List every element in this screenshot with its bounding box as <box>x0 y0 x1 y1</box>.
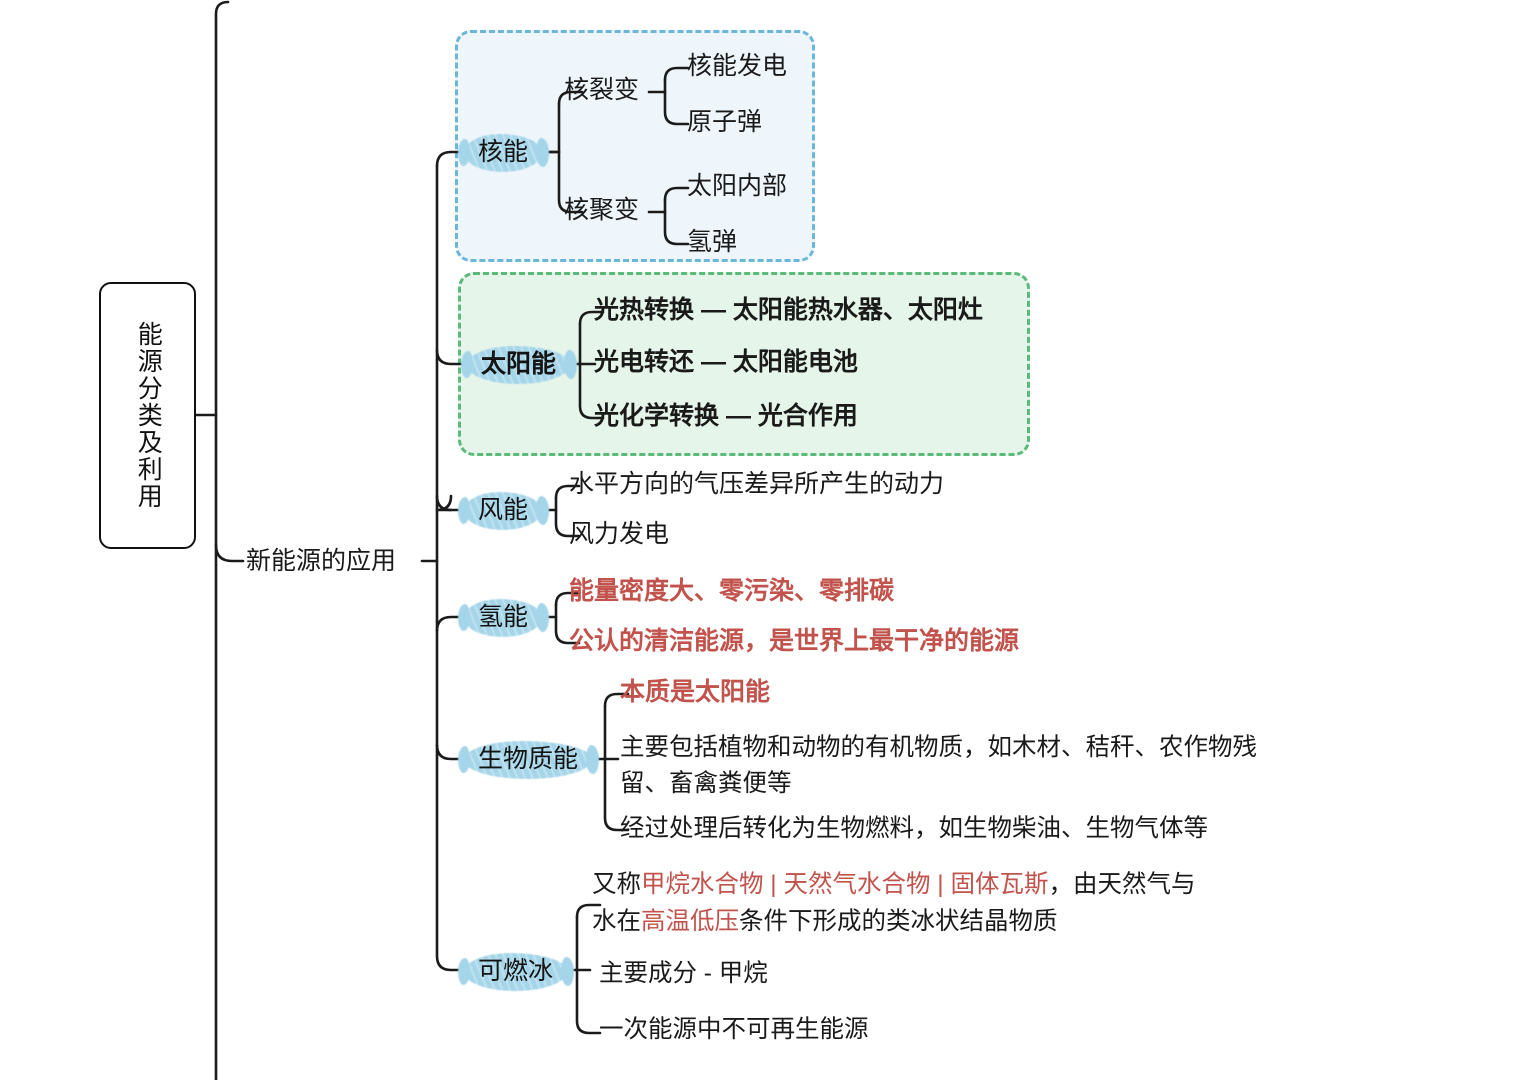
leaf-sun-interior[interactable]: 太阳内部 <box>687 172 788 200</box>
leaf-photothermal[interactable]: 光热转换 — 太阳能热水器、太阳灶 <box>594 296 983 324</box>
leaf-ice-nonrenewable[interactable]: 一次能源中不可再生能源 <box>599 1016 869 1043</box>
topic-hydrogen[interactable]: 氢能 <box>457 598 550 638</box>
leaf-ice-definition[interactable]: 又称甲烷水合物 | 天然气水合物 | 固体瓦斯，由天然气与水在高温低压条件下形成… <box>592 867 1212 941</box>
topic-wind[interactable]: 风能 <box>457 491 550 531</box>
leaf-wind-pressure[interactable]: 水平方向的气压差异所产生的动力 <box>569 470 945 498</box>
subtopic-fusion[interactable]: 核聚变 <box>564 196 640 224</box>
leaf-ice-composition[interactable]: 主要成分 - 甲烷 <box>599 960 768 987</box>
leaf-photovoltaic[interactable]: 光电转还 — 太阳能电池 <box>594 348 858 376</box>
ice-run-0: 又称 <box>592 871 641 898</box>
topic-biomass-label: 生物质能 <box>478 745 579 773</box>
leaf-biomass-essence[interactable]: 本质是太阳能 <box>620 678 771 706</box>
leaf-biomass-sources[interactable]: 主要包括植物和动物的有机物质，如木材、秸秆、农作物残留、畜禽粪便等 <box>620 734 1257 797</box>
ice-run-1: 甲烷水合物 | 天然气水合物 | 固体瓦斯 <box>641 871 1049 898</box>
leaf-nuclear-power[interactable]: 核能发电 <box>687 52 788 80</box>
topic-biomass[interactable]: 生物质能 <box>457 740 600 780</box>
root-node-label: 能源分类及利用 <box>134 321 163 510</box>
ice-run-3: 高温低压 <box>641 907 739 935</box>
ice-run-2: ，由天然气与水在 <box>592 871 1196 935</box>
subtopic-fission[interactable]: 核裂变 <box>564 76 640 104</box>
topic-solar-label: 太阳能 <box>481 350 557 378</box>
leaf-photochemical[interactable]: 光化学转换 — 光合作用 <box>594 402 858 430</box>
topic-combustible-ice[interactable]: 可燃冰 <box>457 952 575 992</box>
topic-nuclear[interactable]: 核能 <box>457 133 550 173</box>
topic-combustible-ice-label: 可燃冰 <box>478 957 554 985</box>
leaf-biomass-biofuel[interactable]: 经过处理后转化为生物燃料，如生物柴油、生物气体等 <box>620 815 1208 842</box>
root-node[interactable]: 能源分类及利用 <box>99 282 196 549</box>
topic-wind-label: 风能 <box>478 496 529 524</box>
leaf-hydrogen-bomb[interactable]: 氢弹 <box>687 228 738 256</box>
leaf-hydrogen-clean[interactable]: 公认的清洁能源，是世界上最干净的能源 <box>569 627 1020 655</box>
leaf-atomic-bomb[interactable]: 原子弹 <box>687 108 763 136</box>
ice-run-4: 条件下形成的类冰状结晶物质 <box>739 907 1058 935</box>
topic-solar[interactable]: 太阳能 <box>460 345 578 385</box>
leaf-wind-power[interactable]: 风力发电 <box>569 520 670 548</box>
topic-nuclear-label: 核能 <box>478 138 529 166</box>
leaf-hydrogen-density[interactable]: 能量密度大、零污染、零排碳 <box>569 577 895 605</box>
branch-label-new-energy[interactable]: 新能源的应用 <box>246 547 397 575</box>
topic-hydrogen-label: 氢能 <box>478 603 529 631</box>
